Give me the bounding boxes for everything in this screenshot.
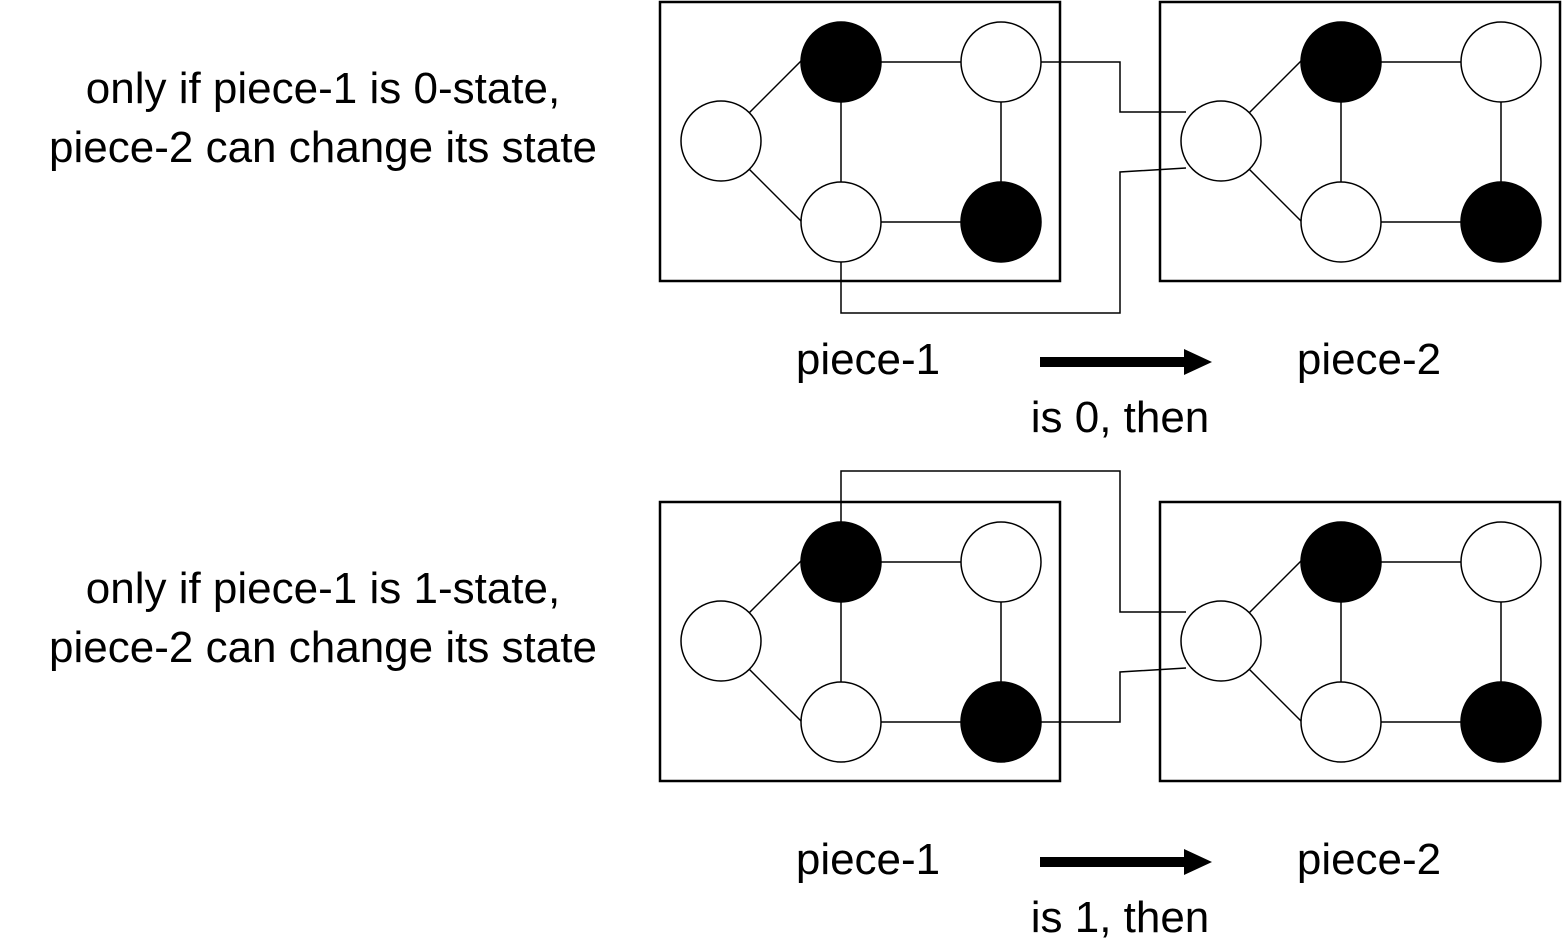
row-1: only if piece-1 is 0-state, piece-2 can … [49, 0, 1562, 442]
row-1-piece-1-node-top-right [960, 21, 1042, 103]
row-2-piece-1-node-bottom-right [960, 681, 1042, 763]
row-1-description-line-2: piece-2 can change its state [49, 123, 597, 172]
row-1-description-line-1: only if piece-1 is 0-state, [86, 64, 560, 113]
row-2-piece-2-node-top-mid [1300, 521, 1382, 603]
row-1-piece-2-node-bottom-right [1460, 181, 1542, 263]
row-2-piece-1-node-top-mid [800, 521, 882, 603]
row-1-piece-1 [658, 0, 1062, 283]
row-2-arrow [1040, 849, 1212, 875]
row-2-piece-2-node-bottom-right [1460, 681, 1542, 763]
row-1-piece-1-node-bottom-right [960, 181, 1042, 263]
row-2-piece-1-node-bottom-mid [800, 681, 882, 763]
row-2-connector-top [840, 470, 1186, 613]
row-1-connectors [840, 61, 1187, 314]
row-1-piece-2-node-top-mid [1300, 21, 1382, 103]
row-1-piece-2-box [1158, 0, 1562, 283]
row-2-piece-2-node-left [1180, 600, 1262, 682]
row-2-condition-label: is 1, then [1031, 893, 1210, 942]
row-1-connector-top [1040, 61, 1186, 113]
row-2-piece-1-box [658, 500, 1062, 783]
row-2-piece-1-node-top-right [960, 521, 1042, 603]
row-2-connectors [840, 470, 1187, 723]
row-1-piece-2-node-top-right [1460, 21, 1542, 103]
row-2-piece-2-node-bottom-mid [1300, 681, 1382, 763]
row-1-condition-label: is 0, then [1031, 393, 1210, 442]
row-2-piece-2-box [1158, 500, 1562, 783]
row-1-piece-1-node-left [680, 100, 762, 182]
row-2-piece-2-label: piece-2 [1297, 835, 1441, 884]
row-2-description-line-2: piece-2 can change its state [49, 623, 597, 672]
row-2: only if piece-1 is 1-state, piece-2 can … [49, 470, 1562, 942]
row-2-connector-bottom [1040, 667, 1187, 723]
row-2-piece-1-label: piece-1 [796, 835, 940, 884]
row-1-piece-1-box [658, 0, 1062, 283]
row-1-piece-1-label: piece-1 [796, 335, 940, 384]
row-2-piece-2 [1158, 500, 1562, 783]
row-2-description-line-1: only if piece-1 is 1-state, [86, 564, 560, 613]
row-1-piece-2-label: piece-2 [1297, 335, 1441, 384]
row-1-arrow [1040, 349, 1212, 375]
row-1-piece-2 [1158, 0, 1562, 283]
row-2-piece-1-node-left [680, 600, 762, 682]
row-1-piece-2-node-left [1180, 100, 1262, 182]
row-2-piece-1 [658, 500, 1062, 783]
row-2-piece-2-node-top-right [1460, 521, 1542, 603]
row-1-piece-1-node-bottom-mid [800, 181, 882, 263]
row-1-piece-1-node-top-mid [800, 21, 882, 103]
row-1-connector-bottom [840, 167, 1187, 314]
row-1-piece-2-node-bottom-mid [1300, 181, 1382, 263]
